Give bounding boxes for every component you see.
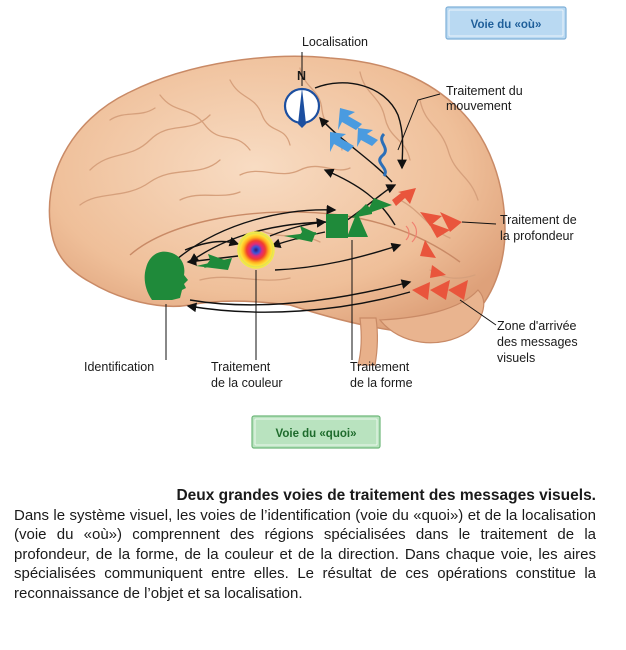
motion-arrows-icon — [330, 108, 387, 177]
color-wheel-icon — [237, 231, 275, 269]
where-pathway-label: Voie du «où» — [471, 19, 542, 31]
label-couleur-1: Traitement — [211, 360, 271, 374]
form-shapes-icon — [326, 212, 368, 238]
brain-illustration — [48, 55, 506, 366]
label-zone-1: Zone d'arrivée — [497, 319, 577, 333]
label-forme-1: Traitement — [350, 360, 410, 374]
label-profondeur-2: la profondeur — [500, 229, 574, 243]
what-pathway-button[interactable]: Voie du «quoi» — [251, 415, 381, 449]
figure-caption: Deux grandes voies de traitement des mes… — [14, 486, 596, 603]
label-mouvement-2: mouvement — [446, 99, 512, 113]
pathway-connections — [169, 82, 412, 313]
label-localisation: Localisation — [302, 35, 368, 49]
label-zone-3: visuels — [497, 351, 535, 365]
label-profondeur-1: Traitement de — [500, 213, 577, 227]
leader-lines — [165, 52, 497, 360]
label-mouvement-1: Traitement du — [446, 84, 523, 98]
label-couleur-2: de la couleur — [211, 376, 283, 390]
caption-title: Deux grandes voies de traitement des mes… — [176, 487, 596, 504]
where-pathway-button[interactable]: Voie du «où» — [445, 6, 567, 40]
caption-body: Dans le système visuel, les voies de l’i… — [14, 506, 596, 602]
label-identification: Identification — [84, 360, 154, 374]
label-zone-2: des messages — [497, 335, 578, 349]
label-forme-2: de la forme — [350, 376, 413, 390]
head-silhouette-icon — [144, 251, 188, 300]
what-pathway-label: Voie du «quoi» — [276, 428, 357, 440]
what-pathway-arrows-icon — [196, 198, 392, 270]
depth-arrows-icon — [392, 188, 468, 300]
